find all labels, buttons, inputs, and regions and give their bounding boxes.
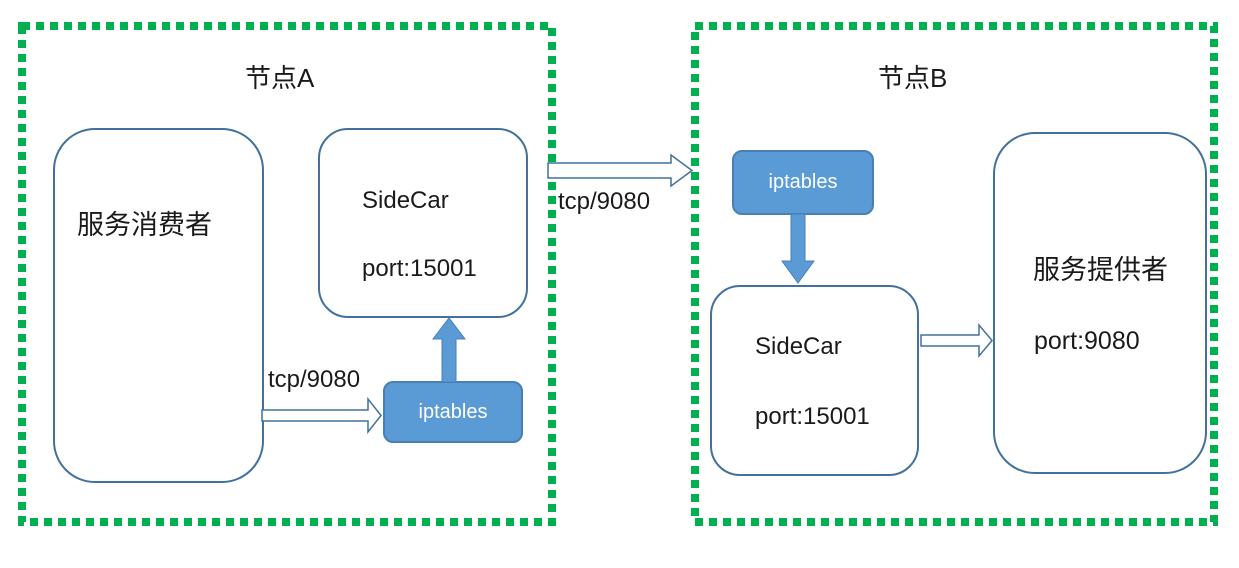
iptables-b-box: iptables	[732, 150, 874, 215]
node-a-title: 节点A	[245, 63, 315, 93]
service-provider-box	[993, 132, 1207, 474]
arrow-iptables-to-sidecar-a	[431, 317, 467, 383]
arrow-a-label: tcp/9080	[268, 366, 361, 393]
arrow-iptables-to-sidecar-b	[781, 213, 815, 284]
sidecar-b-box	[710, 285, 919, 476]
service-provider-port: port:9080	[1034, 327, 1140, 355]
iptables-a-label: iptables	[418, 400, 488, 423]
sidecar-a-port: port:15001	[362, 255, 477, 282]
service-consumer-label: 服务消费者	[77, 210, 212, 240]
service-provider-label: 服务提供者	[1033, 255, 1168, 285]
sidecar-a-name: SideCar	[362, 187, 449, 214]
service-consumer-box	[53, 128, 264, 483]
iptables-a-box: iptables	[383, 381, 523, 443]
link-label: tcp/9080	[558, 188, 651, 215]
sidecar-a-box	[318, 128, 528, 318]
iptables-b-label: iptables	[768, 171, 838, 193]
node-b-title: 节点B	[878, 63, 948, 93]
arrow-consumer-to-iptables	[261, 396, 382, 435]
sidecar-b-port: port:15001	[755, 403, 870, 430]
arrow-sidecar-to-provider	[920, 322, 993, 359]
arrow-node-a-to-node-b	[547, 153, 694, 188]
sidecar-b-name: SideCar	[755, 333, 842, 360]
